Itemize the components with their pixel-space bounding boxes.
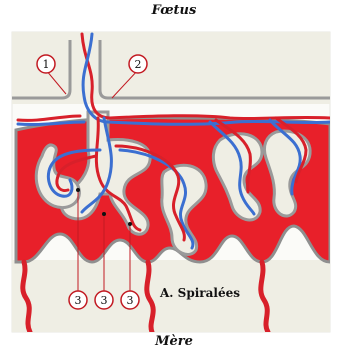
marker-2: 2 bbox=[129, 55, 147, 73]
marker-3a-label: 3 bbox=[75, 294, 82, 307]
fetus-label: Fœtus bbox=[0, 3, 348, 18]
marker-1-label: 1 bbox=[43, 58, 50, 71]
marker-3a: 3 bbox=[69, 291, 87, 309]
leader-dot bbox=[76, 188, 80, 192]
marker-3c-label: 3 bbox=[127, 294, 134, 307]
marker-3c: 3 bbox=[121, 291, 139, 309]
marker-2-label: 2 bbox=[135, 58, 142, 71]
mother-label: Mère bbox=[0, 334, 348, 349]
leader-dot bbox=[102, 212, 106, 216]
chorionic-plate bbox=[12, 32, 330, 104]
marker-1: 1 bbox=[37, 55, 55, 73]
marker-3b-label: 3 bbox=[101, 294, 108, 307]
spiral-arteries-label: A. Spiralées bbox=[159, 286, 240, 300]
marker-3b: 3 bbox=[95, 291, 113, 309]
leader-dot bbox=[128, 222, 132, 226]
